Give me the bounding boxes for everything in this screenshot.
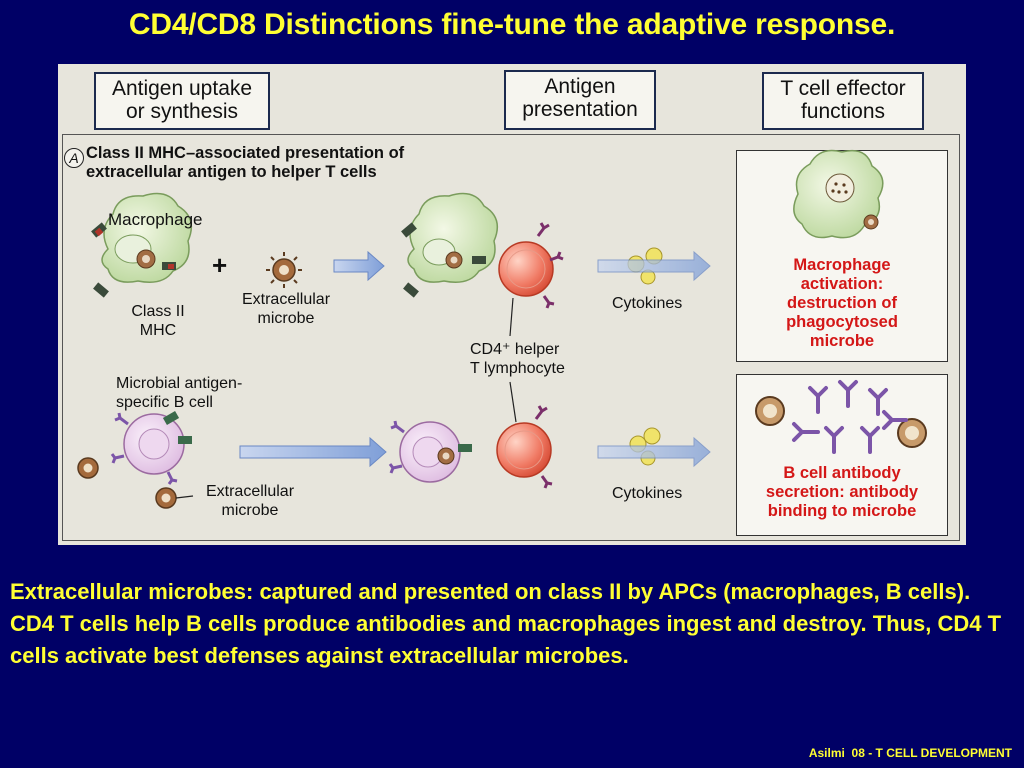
slide-caption: Extracellular microbes: captured and pre…	[10, 579, 1002, 668]
b-cell-label: Microbial antigen- specific B cell	[116, 374, 242, 412]
microbe-icon-b2	[155, 487, 177, 509]
arrow-cytokine-to-bcell	[597, 436, 711, 468]
slide-title: CD4/CD8 Distinctions fine-tune the adapt…	[128, 8, 896, 41]
arrow-cytokine-to-macrophage	[597, 250, 711, 282]
presenting-b-cell-icon	[388, 420, 472, 483]
slide-footer: Asilmi 08 - T CELL DEVELOPMENT	[808, 746, 1012, 760]
stage-uptake-line2: or synthesis	[125, 100, 239, 123]
stage-effector-line2: functions	[800, 100, 886, 123]
extracellular2-line1: Extracellular	[205, 483, 295, 500]
arrow-bcell-to-presentation	[239, 436, 387, 468]
cytokines-bottom-label: Cytokines	[612, 485, 683, 502]
macrophage-effect-line1: Macrophage	[793, 256, 891, 274]
class-ii-line2: MHC	[139, 322, 177, 339]
macrophage-effect-line3: destruction of	[787, 294, 897, 312]
panel-title: Class II MHC–associated presentation of …	[86, 144, 506, 182]
extracellular-microbe-2-label: Extracellular microbe	[190, 482, 310, 520]
activated-macrophage-icon	[793, 149, 884, 239]
stage-uptake-line1: Antigen uptake	[111, 77, 253, 100]
extracellular2-line2: microbe	[221, 502, 279, 519]
stage-presentation-line2: presentation	[522, 98, 638, 121]
stage-effector-box: T cell effector functions	[762, 72, 924, 130]
microbe-icon-b1	[77, 457, 99, 479]
b-cell-icon	[110, 411, 192, 485]
extracellular-line1: Extracellular	[241, 291, 331, 308]
bcell-effect-line1: B cell antibody	[783, 464, 901, 482]
bcell-line1: Microbial antigen-	[116, 375, 243, 392]
panel-a-frame	[62, 134, 960, 541]
cytokines-top-label: Cytokines	[612, 295, 683, 312]
cd4-t-cell-bottom-icon	[496, 405, 553, 489]
bcell-effect-text: B cell antibody secretion: antibody bind…	[738, 464, 946, 521]
cd4-line1: CD4⁺ helper	[470, 341, 560, 358]
diagram-figure: Antigen uptake or synthesis Antigen pres…	[58, 64, 966, 545]
extracellular-line2: microbe	[257, 310, 315, 327]
antibody-microbe-cluster-icon	[755, 380, 927, 454]
diagram-artwork	[77, 149, 927, 509]
panel-title-line2: extracellular antigen to helper T cells	[86, 163, 377, 181]
macrophage-effect-line4: phagocytosed	[786, 313, 898, 331]
macrophage-effect-line2: activation:	[800, 275, 884, 293]
class-ii-line1: Class II	[131, 303, 185, 320]
plus-sign: +	[212, 250, 228, 280]
class-ii-mhc-label: Class II MHC	[118, 302, 198, 340]
cd4-helper-label: CD4⁺ helper T lymphocyte	[470, 340, 565, 378]
microbe-icon	[266, 252, 302, 288]
panel-title-line1: Class II MHC–associated presentation of	[86, 144, 405, 162]
stage-uptake-box: Antigen uptake or synthesis	[94, 72, 270, 130]
bcell-effect-line3: binding to microbe	[767, 502, 917, 520]
macrophage-effect-text: Macrophage activation: destruction of ph…	[738, 256, 946, 351]
panel-letter: A	[64, 148, 84, 168]
cd4-t-cell-icon	[498, 222, 564, 309]
extracellular-microbe-label: Extracellular microbe	[226, 290, 346, 328]
bcell-line2: specific B cell	[116, 394, 213, 411]
bcell-effect-line2: secretion: antibody	[765, 483, 919, 501]
macrophage-cell-icon	[91, 192, 193, 298]
stage-effector-line1: T cell effector	[780, 77, 906, 100]
cd4-line2: T lymphocyte	[470, 360, 565, 377]
macrophage-label: Macrophage	[108, 210, 203, 229]
stage-presentation-line1: Antigen	[544, 75, 616, 98]
presenting-macrophage-icon	[401, 192, 499, 298]
macrophage-effect-line5: microbe	[809, 332, 875, 350]
stage-presentation-box: Antigen presentation	[504, 70, 656, 130]
arrow-uptake-to-presentation-top	[333, 250, 385, 282]
